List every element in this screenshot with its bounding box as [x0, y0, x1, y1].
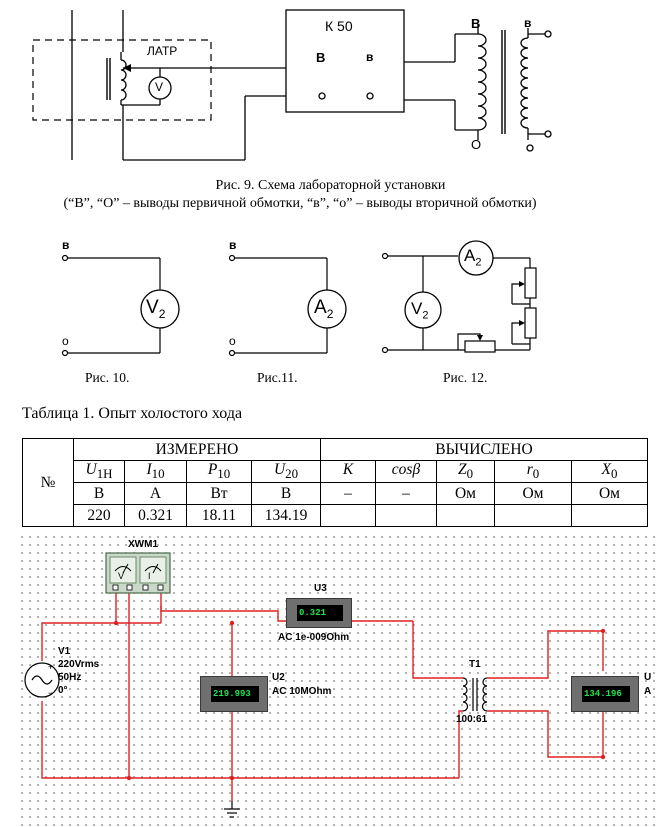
fig11-terminal-b: в	[229, 238, 237, 252]
figure-12-caption: Рис. 12.	[443, 370, 488, 385]
fig11-ammeter-label: A2	[314, 297, 334, 321]
value-cell	[571, 504, 648, 528]
fig10-terminal-b: в	[62, 238, 70, 252]
unit-cell: –	[375, 482, 437, 506]
unit-cell: В	[251, 482, 321, 506]
unit-cell: А	[124, 482, 187, 506]
k50-terminal-B-in: В	[316, 50, 326, 65]
u3-display: 0.321	[297, 605, 343, 621]
svg-text:+: +	[48, 662, 53, 672]
t1-name: T1	[469, 659, 481, 670]
simulation-workspace[interactable]: + − XWM1 V I V1 220Vrms 50Hz 0° U3	[18, 533, 661, 827]
u2-display: 219.993	[211, 686, 259, 702]
fig12-ammeter-label: A2	[464, 246, 482, 269]
number-header: №	[22, 437, 74, 528]
unit-cell: Ом	[436, 482, 495, 506]
u3-multimeter[interactable]: 0.321	[286, 598, 352, 628]
col-header: U20	[251, 459, 321, 484]
fig12-voltmeter-label: V2	[411, 299, 429, 322]
no-load-test-table: № ИЗМЕРЕНО ВЫЧИСЛЕНО U1Н I10 P10 U20 K c…	[22, 437, 648, 528]
value-cell	[375, 504, 437, 528]
col-header: I10	[124, 459, 187, 484]
k50-label: К 50	[325, 18, 353, 34]
figure-10-caption: Рис. 10.	[85, 370, 130, 385]
transformer-terminal-B: В	[471, 16, 481, 31]
wattmeter-current-label: I	[148, 571, 151, 581]
ac-source[interactable]	[25, 663, 59, 697]
u4-display: 134.196	[582, 686, 630, 702]
transformer-t1[interactable]	[459, 674, 491, 714]
wattmeter-voltage-label: V	[118, 571, 125, 581]
value-cell	[494, 504, 572, 528]
group-measured-header: ИЗМЕРЕНО	[73, 438, 321, 461]
u3-name: U3	[314, 583, 327, 594]
table-title: Таблица 1. Опыт холостого хода	[22, 405, 243, 422]
col-header: X0	[571, 459, 648, 484]
t1-ratio: 100:61	[456, 714, 488, 725]
u2-description: AC 10MOhm	[272, 686, 332, 697]
source-phase: 0°	[58, 685, 68, 696]
fig11-terminal-o: о	[229, 334, 236, 348]
figure-9-caption: Рис. 9. Схема лабораторной установки	[215, 178, 446, 193]
u2-multimeter[interactable]: 219.993	[200, 676, 268, 712]
u3-description: AC 1e-009Ohm	[278, 632, 350, 643]
unit-cell: В	[73, 482, 125, 506]
transformer-terminal-O: О	[471, 137, 482, 152]
value-cell: 18.11	[186, 504, 252, 528]
unit-cell: Ом	[494, 482, 572, 506]
col-header: cosβ	[375, 459, 437, 484]
value-cell	[436, 504, 495, 528]
wattmeter-name: XWM1	[128, 539, 158, 550]
unit-cell: –	[320, 482, 376, 506]
figure-9-schematic	[32, 9, 552, 161]
source-name: V1	[58, 646, 71, 657]
transformer-terminal-b: в	[524, 16, 532, 30]
figures-10-12-schematics	[61, 240, 537, 357]
k50-terminal-b-out: в	[366, 50, 374, 64]
fig10-terminal-o: о	[62, 334, 69, 348]
value-cell: 134.19	[251, 504, 321, 528]
source-frequency: 50Hz	[58, 672, 82, 683]
latr-label: ЛАТР	[147, 44, 178, 58]
figure-9-caption-note: (“В”, “О” – выводы первичной обмотки, “в…	[63, 196, 537, 211]
u2-name: U2	[272, 672, 285, 683]
u4-multimeter[interactable]: 134.196	[571, 676, 639, 712]
svg-text:−: −	[48, 688, 53, 698]
value-cell	[320, 504, 376, 528]
unit-cell: Вт	[186, 482, 252, 506]
col-header: K	[320, 459, 376, 484]
u4-description-partial: A	[644, 686, 652, 697]
voltmeter-symbol: V	[155, 80, 164, 94]
u4-name-partial: U	[644, 672, 652, 683]
col-header: U1Н	[73, 459, 125, 484]
figure-11-caption: Рис.11.	[257, 370, 298, 385]
value-cell: 0.321	[124, 504, 187, 528]
fig10-voltmeter-label: V2	[146, 297, 166, 321]
col-header: r0	[494, 459, 572, 484]
col-header: Z0	[436, 459, 495, 484]
source-voltage: 220Vrms	[58, 659, 100, 670]
col-header: P10	[186, 459, 252, 484]
unit-cell: Ом	[571, 482, 648, 506]
circuit-wires: + −	[24, 552, 606, 818]
wattmeter-instrument[interactable]	[106, 553, 170, 593]
value-cell: 220	[73, 504, 125, 528]
group-computed-header: ВЫЧИСЛЕНО	[320, 438, 648, 461]
